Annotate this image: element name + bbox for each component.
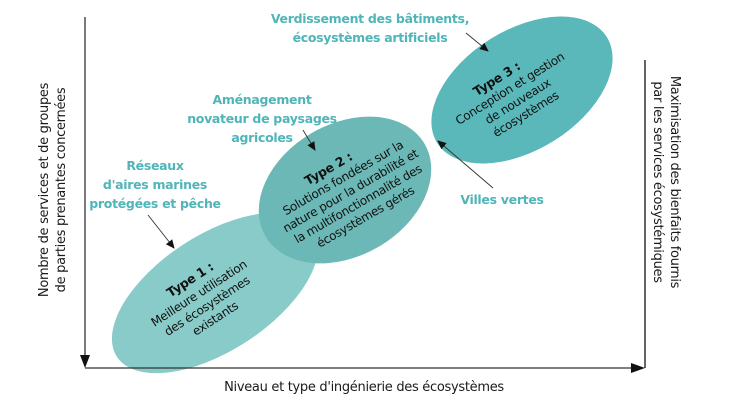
svg-text:novateur de paysages: novateur de paysages xyxy=(187,111,337,126)
y-left-axis-label: Nombre de services et de groupes de part… xyxy=(37,82,69,297)
arrow-agri-to-type2 xyxy=(302,129,316,151)
svg-text:agricoles: agricoles xyxy=(231,130,292,145)
svg-text:écosystèmes artificiels: écosystèmes artificiels xyxy=(293,30,448,45)
bottom-axis-arrow-icon xyxy=(631,363,645,373)
svg-text:Villes vertes: Villes vertes xyxy=(460,192,543,207)
x-axis-label: Niveau et type d'ingénierie des écosystè… xyxy=(224,380,504,395)
arrow-marine-to-type1 xyxy=(147,214,175,249)
svg-text:protégées et pêche: protégées et pêche xyxy=(89,196,220,211)
svg-text:Réseaux: Réseaux xyxy=(126,158,184,173)
y-right-label-line-2: par les services écosystémiques xyxy=(650,81,665,283)
callout-green-buildings: Verdissement des bâtiments, écosystèmes … xyxy=(271,11,470,45)
arrow-buildings-to-type3 xyxy=(465,32,489,52)
y-right-axis-label: Maximisation des bienfaits fournis par l… xyxy=(650,76,682,289)
y-left-label-line-1: Nombre de services et de groupes xyxy=(37,82,52,297)
y-right-label-line-1: Maximisation des bienfaits fournis xyxy=(667,76,682,289)
left-axis-arrow-icon xyxy=(80,355,90,368)
callout-green-cities: Villes vertes xyxy=(460,192,544,207)
type-1-ellipse xyxy=(111,212,319,374)
svg-text:Verdissement des bâtiments,: Verdissement des bâtiments, xyxy=(271,11,469,26)
callout-marine-networks: Réseaux d'aires marines protégées et pêc… xyxy=(89,158,221,211)
svg-text:Aménagement: Aménagement xyxy=(212,92,311,107)
type-2-ellipse xyxy=(258,116,432,264)
y-left-label-line-2: de parties prenantes concernées xyxy=(54,87,69,292)
svg-text:d'aires marines: d'aires marines xyxy=(103,177,207,192)
type-3-ellipse xyxy=(431,16,613,164)
arrow-cities-to-type3 xyxy=(437,140,494,189)
callout-agricultural-landscapes: Aménagement novateur de paysages agricol… xyxy=(187,92,337,145)
